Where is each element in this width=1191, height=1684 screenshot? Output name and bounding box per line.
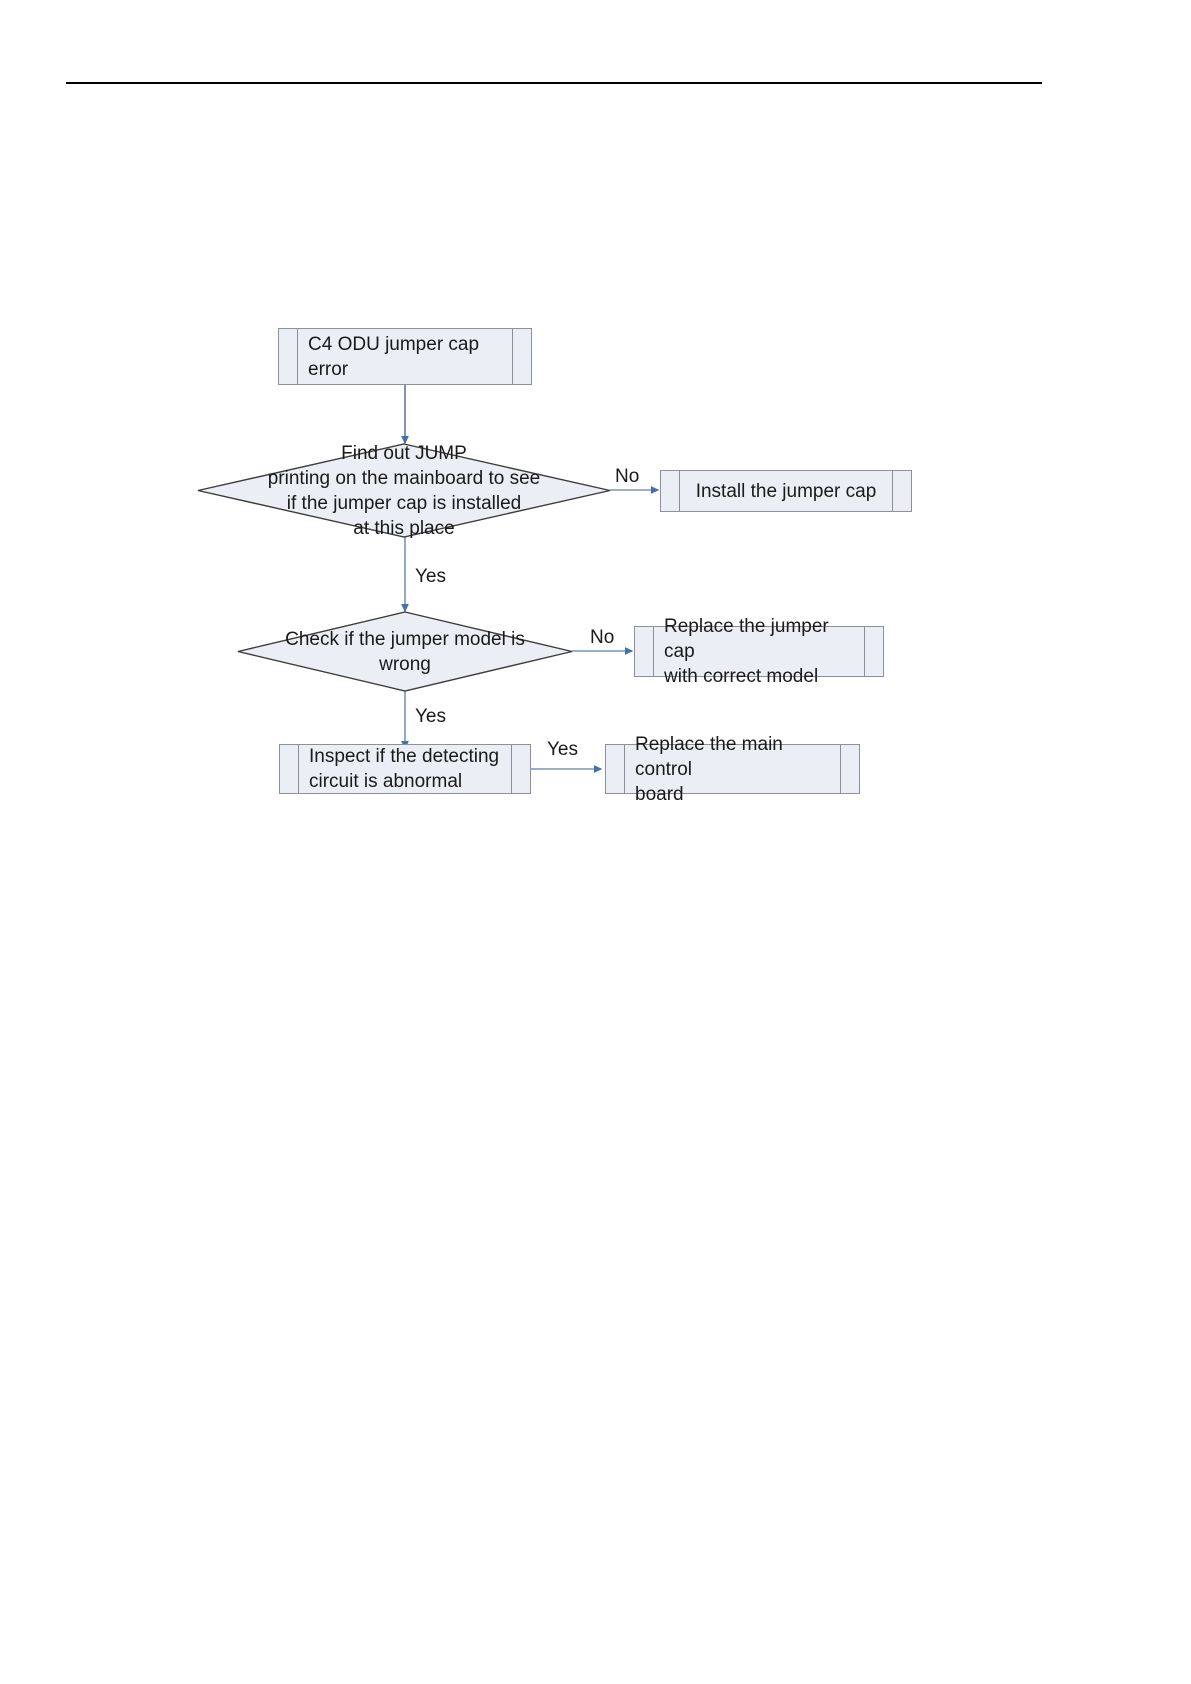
- decision-2-shape: [237, 611, 573, 692]
- node-start-left-band: [279, 329, 298, 384]
- edge-label-d1-no: No: [615, 466, 640, 487]
- node-replace-jumper-cap[interactable]: Replace the jumper cap with correct mode…: [634, 616, 884, 687]
- node-replace-main-control-board-label: Replace the main control board: [635, 733, 783, 805]
- node-start-right-band: [512, 329, 531, 384]
- node-install-jumper-cap-right-band: [892, 471, 911, 511]
- node-install-jumper-cap-label: Install the jumper cap: [695, 480, 877, 502]
- node-decision-jump-printing[interactable]: Find out JUMP printing on the mainboard …: [197, 443, 611, 539]
- node-install-jumper-cap[interactable]: Install the jumper cap: [660, 470, 912, 512]
- edge-label-d3-yes: Yes: [547, 739, 578, 760]
- node-replace-jumper-cap-left-band: [635, 627, 654, 676]
- edge-label-d2-no: No: [590, 627, 615, 648]
- node-replace-main-control-board-right-band: [840, 745, 859, 793]
- node-inspect-detecting-circuit-right-band: [511, 745, 530, 793]
- node-start[interactable]: C4 ODU jumper cap error: [278, 328, 532, 385]
- node-replace-jumper-cap-label: Replace the jumper cap with correct mode…: [664, 616, 829, 687]
- edge-label-d1-yes: Yes: [415, 566, 446, 587]
- node-inspect-detecting-circuit-label: Inspect if the detecting circuit is abno…: [309, 746, 500, 792]
- node-inspect-detecting-circuit[interactable]: Inspect if the detecting circuit is abno…: [279, 744, 531, 794]
- node-inspect-detecting-circuit-left-band: [280, 745, 299, 793]
- node-replace-main-control-board[interactable]: Replace the main control board: [605, 733, 860, 805]
- decision-1-shape: [197, 443, 611, 538]
- node-replace-main-control-board-left-band: [606, 745, 625, 793]
- node-replace-jumper-cap-right-band: [864, 627, 883, 676]
- node-start-label: C4 ODU jumper cap error: [308, 333, 480, 380]
- node-install-jumper-cap-left-band: [661, 471, 680, 511]
- page-header-rule: [66, 82, 1042, 84]
- edge-label-d2-yes: Yes: [415, 706, 446, 727]
- node-decision-jumper-model[interactable]: Check if the jumper model is wrong: [237, 611, 573, 692]
